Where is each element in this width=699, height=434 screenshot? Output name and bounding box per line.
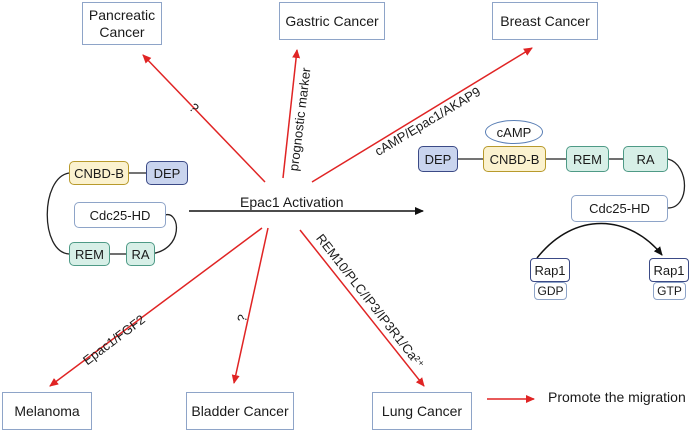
inactive-cnbd-b-domain: CNBD-B [69,161,129,185]
pancreatic-cancer-box: Pancreatic Cancer [82,2,162,45]
active-dep-domain: DEP [418,146,458,172]
lung-cancer-label: Lung Cancer [381,402,463,419]
inactive-dep-label: DEP [153,165,181,181]
inactive-dep-domain: DEP [146,161,188,185]
inactive-loop-left [46,172,70,255]
active-cdc25-hd-label: Cdc25-HD [589,201,650,216]
pancreatic-cancer-label: Pancreatic Cancer [88,6,156,40]
active-rem-label: REM [573,151,602,167]
bladder-cancer-box: Bladder Cancer [186,392,294,430]
inactive-rem-label: REM [75,246,104,262]
arrow-to-pancreatic [142,54,266,183]
arrow-to-melanoma [49,227,263,387]
active-ra-label: RA [636,151,655,167]
inactive-cnbd-b-label: CNBD-B [74,165,124,181]
breast-cancer-box: Breast Cancer [492,2,598,40]
inactive-rem-domain: REM [69,242,110,266]
gastric-cancer-box: Gastric Cancer [279,2,385,40]
rap1-gdp-label: Rap1 [534,262,566,278]
active-cnbd-b-domain: CNBD-B [483,146,546,172]
arrow-to-lung [299,229,425,387]
gdp-box: GDP [534,282,567,300]
active-rem-domain: REM [566,146,609,172]
rap1-gdp-box: Rap1 [530,258,570,282]
gdp-label: GDP [537,284,564,298]
camp-molecule: cAMP [485,120,543,144]
active-ra-domain: RA [623,146,668,172]
rap1-gtp-label: Rap1 [653,262,685,278]
active-link-ra-cdc25 [667,158,686,209]
inactive-cdc25-hd-label: Cdc25-HD [89,207,151,223]
active-cnbd-b-label: CNBD-B [489,151,540,167]
gastric-cancer-label: Gastric Cancer [285,12,379,29]
rap1-gtp-box: Rap1 [649,258,689,282]
epac1-activation-label: Epac1 Activation [240,194,344,210]
promote-migration-label: Promote the migration [548,389,686,405]
arrow-to-breast [311,47,533,183]
camp-label: cAMP [496,124,532,140]
rap-exchange-arrow [536,222,663,259]
arrow-to-bladder [231,227,269,384]
inactive-loop-right [149,214,177,255]
melanoma-label: Melanoma [14,402,80,419]
inactive-ra-label: RA [131,246,150,262]
inactive-cdc25-hd-domain: Cdc25-HD [74,202,166,228]
gtp-box: GTP [653,282,686,300]
gtp-label: GTP [657,284,682,298]
inactive-ra-domain: RA [126,242,155,266]
lung-cancer-box: Lung Cancer [372,392,472,430]
active-cdc25-hd-domain: Cdc25-HD [571,195,668,222]
melanoma-box: Melanoma [2,392,92,430]
active-dep-label: DEP [424,151,452,167]
breast-cancer-label: Breast Cancer [500,12,590,29]
arrow-to-gastric [282,49,301,179]
bladder-cancer-label: Bladder Cancer [191,402,289,419]
